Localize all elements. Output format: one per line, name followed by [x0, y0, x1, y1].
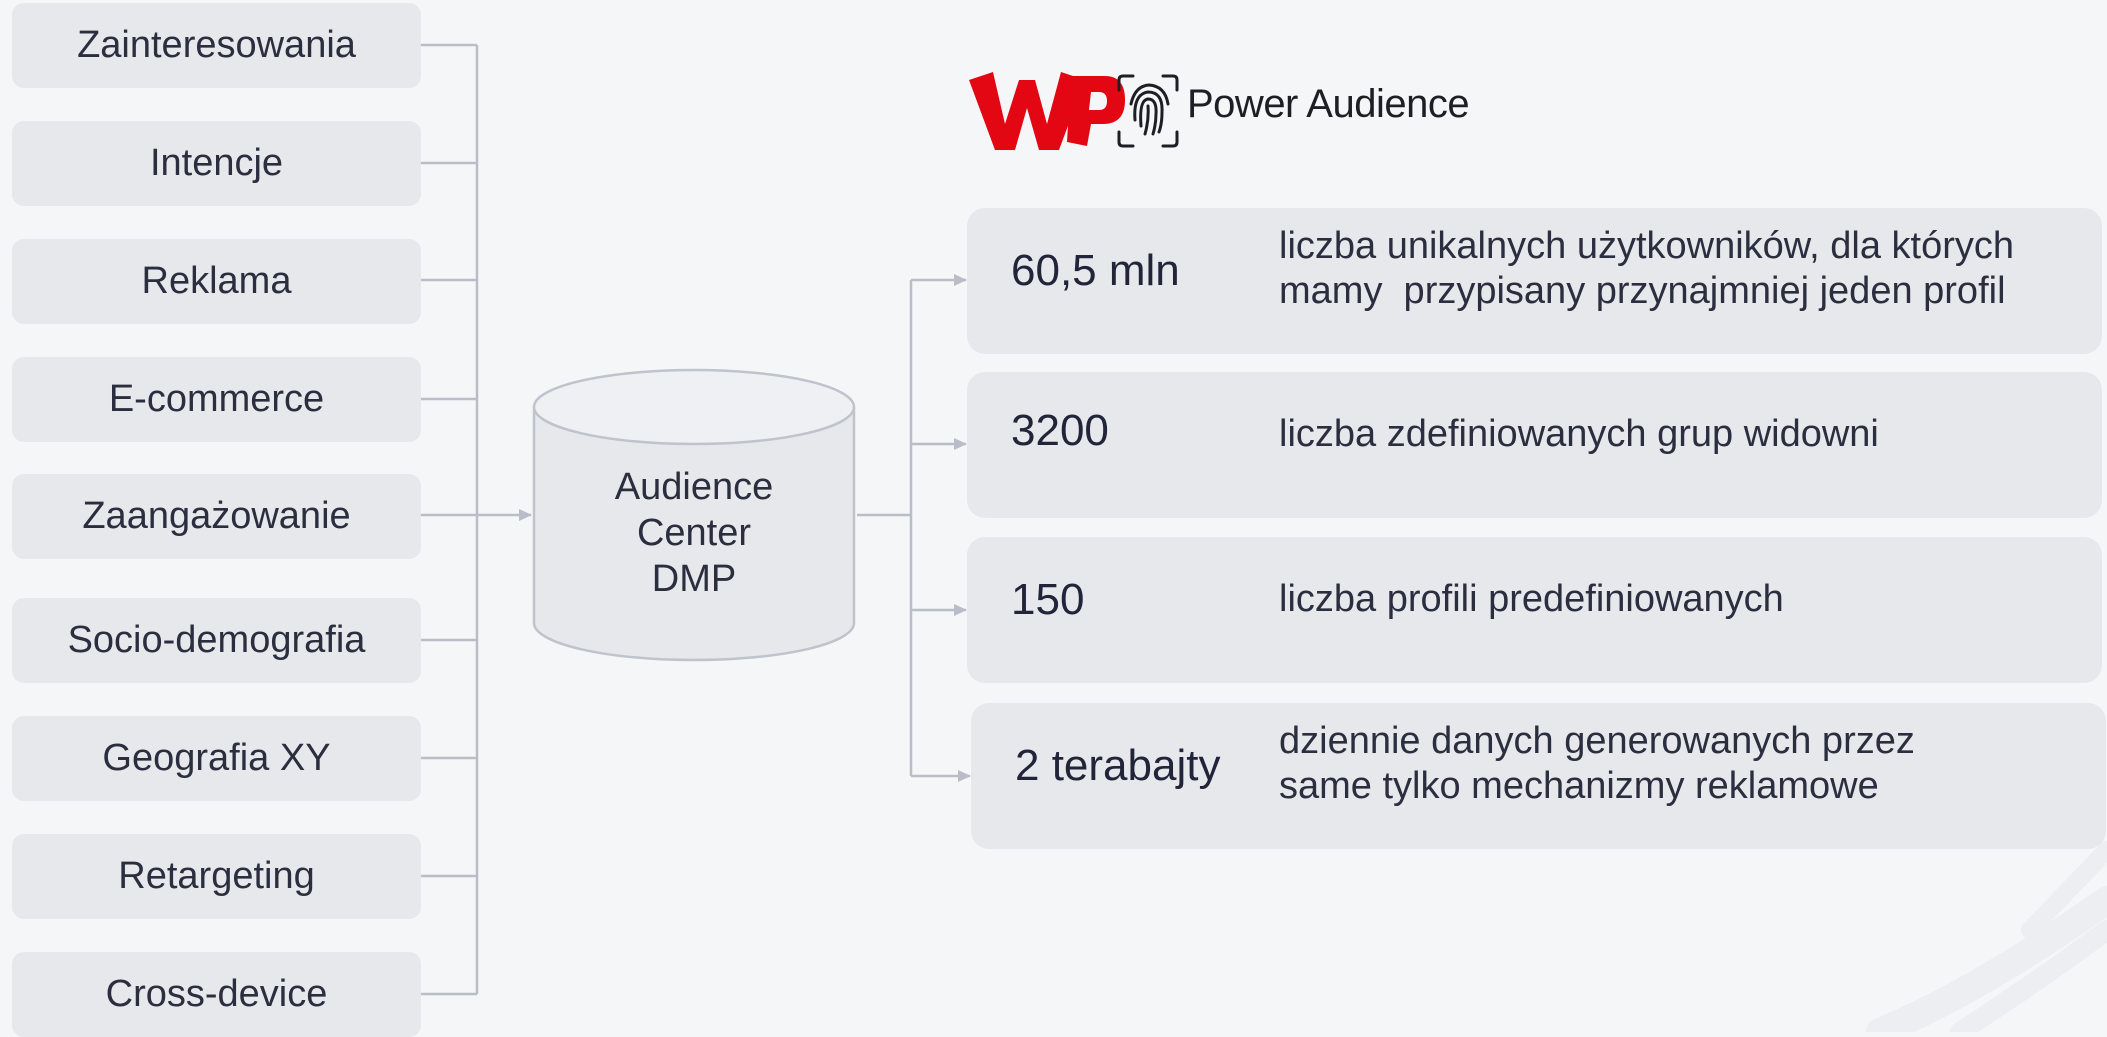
stat-value: 2 terabajty — [1015, 741, 1221, 790]
stat-description-line: liczba zdefiniowanych grup widowni — [1279, 413, 1879, 455]
stat-description: dziennie danych generowanych przez same … — [1279, 719, 1915, 809]
stat-description: liczba zdefiniowanych grup widowni — [1279, 412, 1879, 457]
fingerprint-scan-icon — [1117, 74, 1179, 148]
source-intencje: Intencje — [12, 121, 421, 206]
source-zainteresowania: Zainteresowania — [12, 3, 421, 88]
source-retargeting: Retargeting — [12, 834, 421, 919]
stat-description-line: liczba unikalnych użytkowników, dla któr… — [1279, 225, 2015, 267]
stat-value: 60,5 mln — [1011, 246, 1180, 295]
stat-description-line: liczba profili predefiniowanych — [1279, 578, 1784, 620]
wp-logo — [969, 72, 1179, 150]
source-zaangazowanie: Zaangażowanie — [12, 474, 421, 559]
stat-card: 3200 liczba zdefiniowanych grup widowni — [967, 372, 2102, 518]
stat-value: 3200 — [1011, 406, 1109, 455]
stat-card: 150 liczba profili predefiniowanych — [967, 537, 2102, 683]
source-e-commerce: E-commerce — [12, 357, 421, 442]
stat-description: liczba unikalnych użytkowników, dla któr… — [1279, 224, 2014, 314]
database-label: Audience Center DMP — [531, 464, 857, 602]
stat-description-line: same tylko mechanizmy reklamowe — [1279, 765, 1879, 807]
database-label-line: DMP — [651, 558, 737, 600]
source-socio-demografia: Socio-demografia — [12, 598, 421, 683]
stat-value: 150 — [1011, 575, 1085, 624]
database-label-line: Center — [636, 512, 752, 554]
stat-description-line: mamy przypisany przynajmniej jeden profi… — [1279, 270, 2006, 312]
source-cross-device: Cross-device — [12, 952, 421, 1037]
brand-name: Power Audience — [1187, 82, 1470, 126]
source-reklama: Reklama — [12, 239, 421, 324]
stat-description-line: dziennie danych generowanych przez — [1279, 720, 1915, 762]
source-geografia-xy: Geografia XY — [12, 716, 421, 801]
stat-description: liczba profili predefiniowanych — [1279, 577, 1784, 622]
database-cylinder-icon — [532, 368, 856, 662]
database-label-line: Audience — [614, 466, 774, 508]
stat-card: 60,5 mln liczba unikalnych użytkowników,… — [967, 208, 2102, 354]
stat-card: 2 terabajty dziennie danych generowanych… — [971, 703, 2106, 849]
